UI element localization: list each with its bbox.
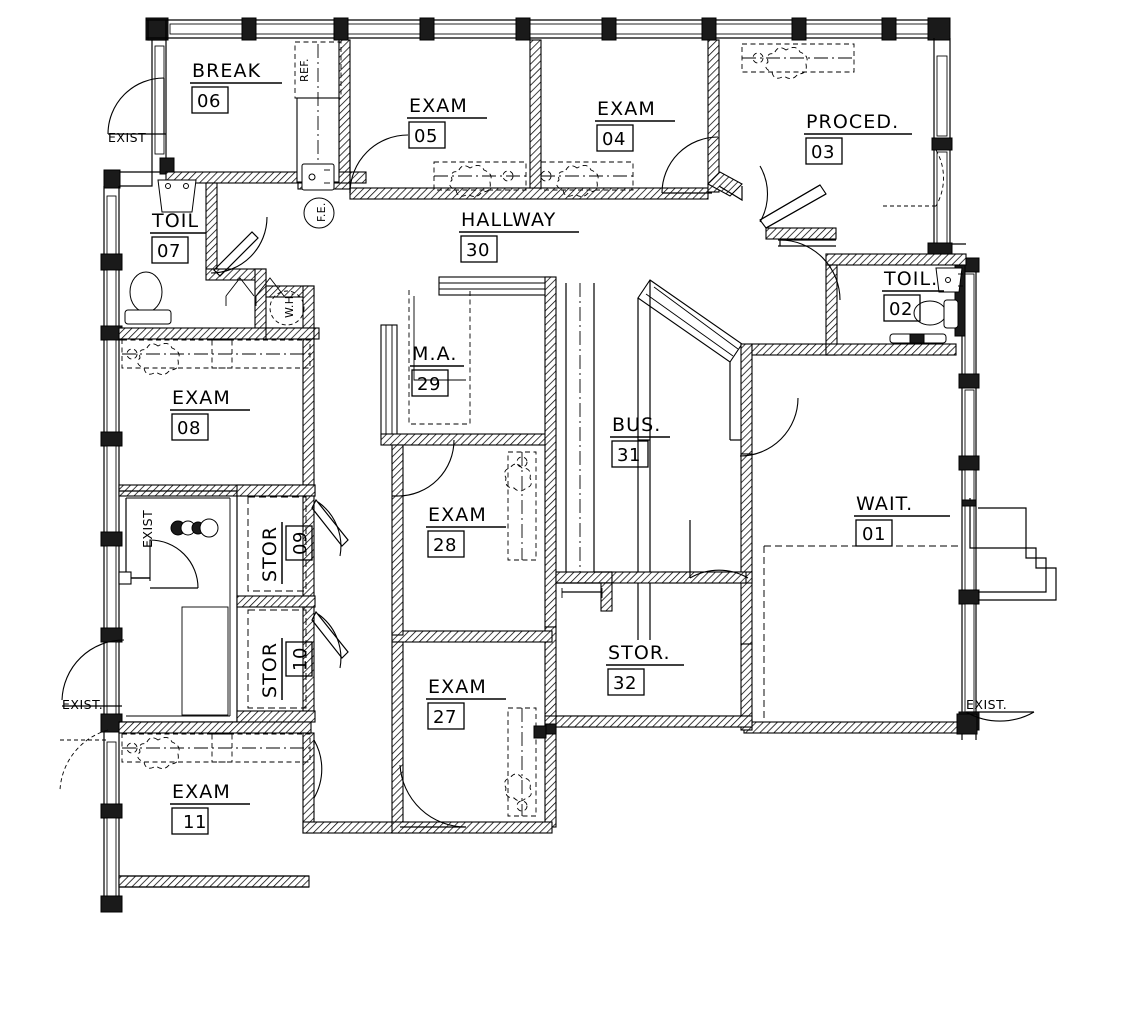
left-wall-jog: [103, 157, 175, 189]
existing-equipment-symbol: [170, 518, 219, 538]
room-name-bus31: BUS.: [612, 414, 661, 436]
room-number-exam28: 28: [433, 535, 457, 556]
room-name-toil07: TOIL: [151, 210, 199, 232]
room-name-break: BREAK: [192, 60, 261, 82]
room-label-hallway: HALLWAY 30: [459, 209, 579, 263]
room-number-exam27: 27: [433, 707, 457, 728]
room-label-exam27: EXAM 27: [426, 676, 506, 730]
equipment-label-refrigerator: REF.: [298, 58, 311, 82]
room-label-stor32: STOR. 32: [606, 642, 684, 696]
equipment-tags: REF. F.E. W.H.: [283, 58, 328, 318]
exterior-walls: [100, 17, 980, 913]
room-name-exam11: EXAM: [172, 781, 231, 803]
room-name-wait: WAIT.: [856, 493, 913, 515]
annotation-exist-top-left: EXIST: [108, 130, 146, 145]
room-number-wait: 01: [862, 524, 886, 545]
room-number-exam04: 04: [602, 129, 626, 150]
room-name-stor32: STOR.: [608, 642, 671, 664]
room-label-break: BREAK 06: [190, 60, 282, 114]
room-name-exam04: EXAM: [597, 98, 656, 120]
room-name-exam05: EXAM: [409, 95, 468, 117]
room-number-exam08: 08: [177, 418, 201, 439]
left-exterior-wall: [100, 186, 123, 733]
annotation-exist-bottom-right: EXIST.: [966, 697, 1007, 712]
equipment-label-water-heater: W.H.: [283, 292, 296, 318]
toil-02-walls: [825, 253, 967, 356]
room-name-hallway: HALLWAY: [461, 209, 556, 231]
room-label-wait: WAIT. 01: [854, 493, 950, 547]
water-closet-toil07: [124, 271, 172, 325]
interior-partitions: [118, 39, 967, 834]
proced-hallway-walls: [349, 39, 837, 247]
room-name-proced: PROCED.: [806, 111, 899, 133]
water-heater-symbol: [269, 290, 305, 326]
room-name-stor10: STOR: [259, 642, 281, 698]
room-name-stor09: STOR: [259, 526, 281, 582]
room-number-stor09: 09: [290, 531, 311, 555]
room-label-toil07: TOIL 07: [150, 210, 206, 264]
fixtures-and-casework: [121, 41, 1057, 817]
room-name-exam27: EXAM: [428, 676, 487, 698]
room-number-stor32: 32: [613, 673, 637, 694]
room-label-toil02: TOIL. 02: [882, 268, 944, 322]
annotations: EXIST EXIST EXIST. EXIST.: [62, 130, 1007, 712]
equipment-label-fire-extinguisher: F.E.: [315, 202, 328, 222]
room-number-stor10: 10: [290, 647, 311, 671]
room-number-proced: 03: [811, 142, 835, 163]
room-name-exam28: EXAM: [428, 504, 487, 526]
room-number-exam05: 05: [414, 126, 438, 147]
annotation-exist-mid-left: EXIST: [140, 510, 155, 548]
casework-exam-27: [504, 707, 537, 817]
room-label-exam05: EXAM 05: [407, 95, 487, 149]
room-number-ma29: 29: [417, 374, 441, 395]
left-exterior-wall-upper: [147, 20, 167, 160]
room-number-exam11: 11: [183, 812, 207, 833]
casework-exam-05: [433, 161, 527, 197]
casework-exam-11: [121, 733, 311, 769]
room-number-hallway: 30: [466, 240, 490, 261]
entry-vestibule: [961, 498, 1057, 601]
bus-31-reception-counter: [637, 279, 743, 640]
room-label-stor10: STOR 10: [259, 638, 313, 700]
ma-29-walls: [380, 276, 554, 446]
room-label-proced: PROCED. 03: [804, 111, 912, 165]
room-name-exam08: EXAM: [172, 387, 231, 409]
annotation-exist-bottom-left: EXIST.: [62, 697, 103, 712]
top-window-wall: [146, 17, 930, 41]
room-number-toil02: 02: [889, 299, 913, 320]
room-label-exam28: EXAM 28: [426, 504, 506, 558]
casework-exam-28: [504, 451, 537, 561]
room-number-bus31: 31: [617, 445, 641, 466]
casework-exam-08: [121, 339, 311, 375]
room-labels: WAIT. 01 TOIL. 02 PROCED. 03 EXAM 04: [150, 60, 950, 835]
room-label-ma29: M.A. 29: [410, 343, 464, 397]
casework-exam-04: [540, 161, 634, 197]
water-closet-toil02: [889, 299, 959, 344]
casework-proced-03: [741, 43, 855, 79]
door-swings: [59, 77, 1035, 828]
room-number-toil07: 07: [157, 241, 181, 262]
lavatory-toil07: [157, 179, 197, 213]
room-name-ma29: M.A.: [412, 343, 458, 365]
lavatory-toil02: [935, 267, 963, 293]
room-name-toil02: TOIL.: [883, 268, 938, 290]
existing-room-walls: [118, 490, 238, 723]
room-label-exam04: EXAM 04: [595, 98, 675, 152]
fire-extinguisher-symbol: [303, 197, 335, 229]
room-label-bus31: BUS. 31: [610, 414, 670, 468]
room-label-exam08: EXAM 08: [170, 387, 250, 441]
room-label-stor09: STOR 09: [259, 522, 313, 584]
room-label-exam11: EXAM 11: [170, 781, 250, 835]
room-number-break: 06: [197, 91, 221, 112]
